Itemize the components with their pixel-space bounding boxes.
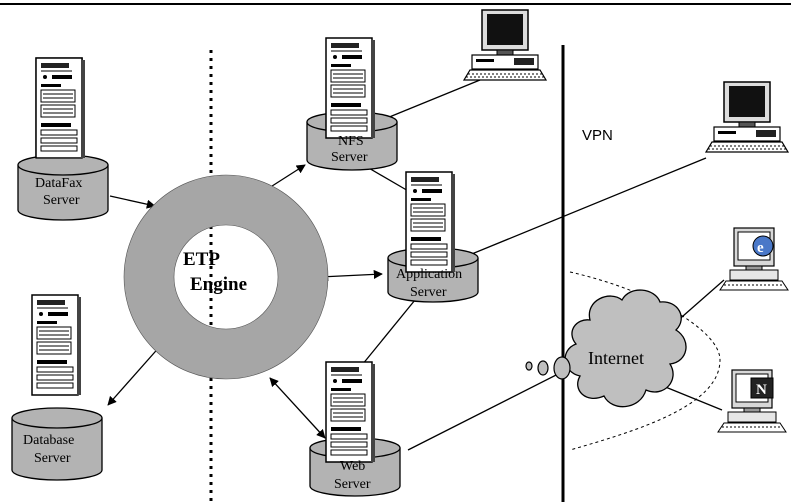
database-server: Database Server [11,294,103,481]
line-application-vpn-workstation [461,157,707,259]
line-application-web [361,299,416,366]
internet-explorer-icon: e [752,235,774,257]
connections [354,79,725,451]
database-cylinder-icon [11,407,103,481]
etp-engine: ETP Engine [123,174,329,380]
nfs-server: NFS Server [306,37,398,171]
internet-cloud-icon: Internet [564,289,687,408]
internet-label: Internet [588,348,644,368]
datafax-label-line1: DataFax [35,176,82,191]
datafax-server: DataFax Server [17,57,109,221]
application-label-line2: Server [410,285,447,300]
nfs-label-line1: NFS [338,134,364,149]
svg-text:e: e [757,240,764,256]
svg-text:N: N [756,382,767,398]
server-tower-icon [325,361,376,463]
arrow-engine-application [319,269,383,282]
vpn-label: VPN [582,127,613,144]
web-label-line2: Server [334,477,371,492]
database-label-line2: Server [34,451,71,466]
arrow-datafax-engine [109,195,156,209]
database-label-line1: Database [23,433,74,448]
desktop-computer-icon [705,81,789,153]
tunnel-bubbles [525,356,571,380]
application-label-line1: Application [396,267,462,282]
etp-ring [124,175,328,379]
etp-label-line1: ETP [183,249,220,270]
arrow-database-engine [107,343,163,406]
line-nfs-workstation [381,79,481,121]
database-cylinder-icon [17,154,109,221]
line-internet-netscape [662,385,723,411]
server-tower-icon [31,294,82,396]
netscape-client: N [717,369,787,433]
application-server: Application Server [387,171,479,303]
datafax-label-line2: Server [43,193,80,208]
internet-boundary-dotted [569,271,721,451]
server-tower-icon [325,37,376,139]
etp-label-line2: Engine [190,274,247,295]
arrow-engine-web [269,377,326,439]
web-label-line1: Web [340,459,365,474]
server-tower-icon [405,171,456,273]
web-server: Web Server [309,361,401,497]
netscape-icon: N [750,377,774,399]
line-web-internet [407,369,567,451]
internet-explorer-client: e [719,227,789,291]
nfs-label-line2: Server [331,150,368,165]
desktop-computer-icon [463,9,547,81]
